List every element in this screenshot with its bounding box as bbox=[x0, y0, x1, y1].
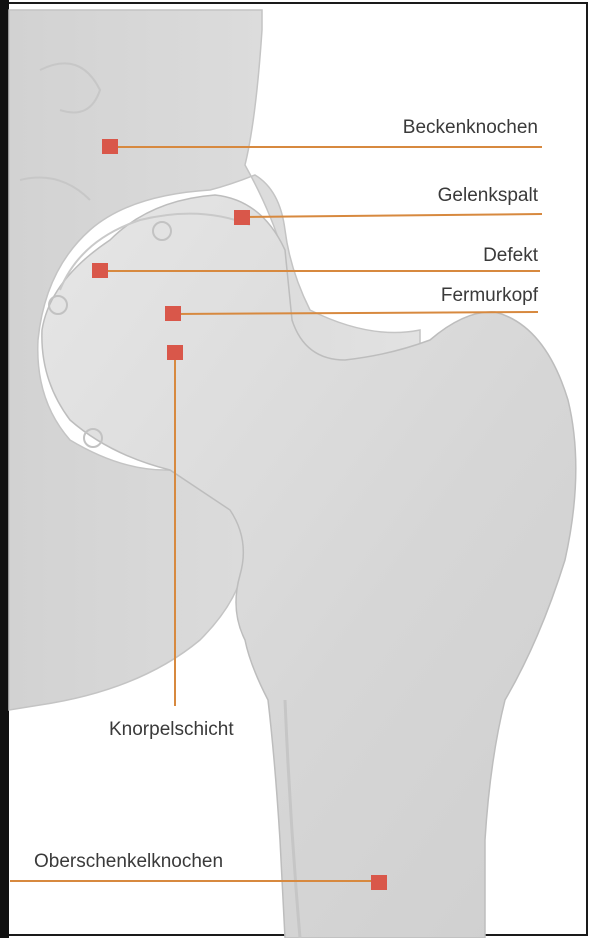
label-gelenkspalt: Gelenkspalt bbox=[438, 185, 539, 206]
label-beckenknochen: Beckenknochen bbox=[403, 117, 538, 138]
marker-knorpelschicht bbox=[167, 345, 183, 360]
left-edge-bar bbox=[0, 0, 9, 938]
label-knorpelschicht: Knorpelschicht bbox=[109, 719, 234, 740]
label-oberschenkelknochen: Oberschenkelknochen bbox=[34, 851, 223, 872]
label-defekt: Defekt bbox=[483, 245, 539, 266]
label-fermurkopf: Fermurkopf bbox=[441, 285, 539, 306]
leader-gelenkspalt bbox=[242, 214, 542, 217]
marker-defekt bbox=[92, 263, 108, 278]
marker-gelenkspalt bbox=[234, 210, 250, 225]
marker-beckenknochen bbox=[102, 139, 118, 154]
marker-fermurkopf bbox=[165, 306, 181, 321]
marker-oberschenkelknochen bbox=[371, 875, 387, 890]
